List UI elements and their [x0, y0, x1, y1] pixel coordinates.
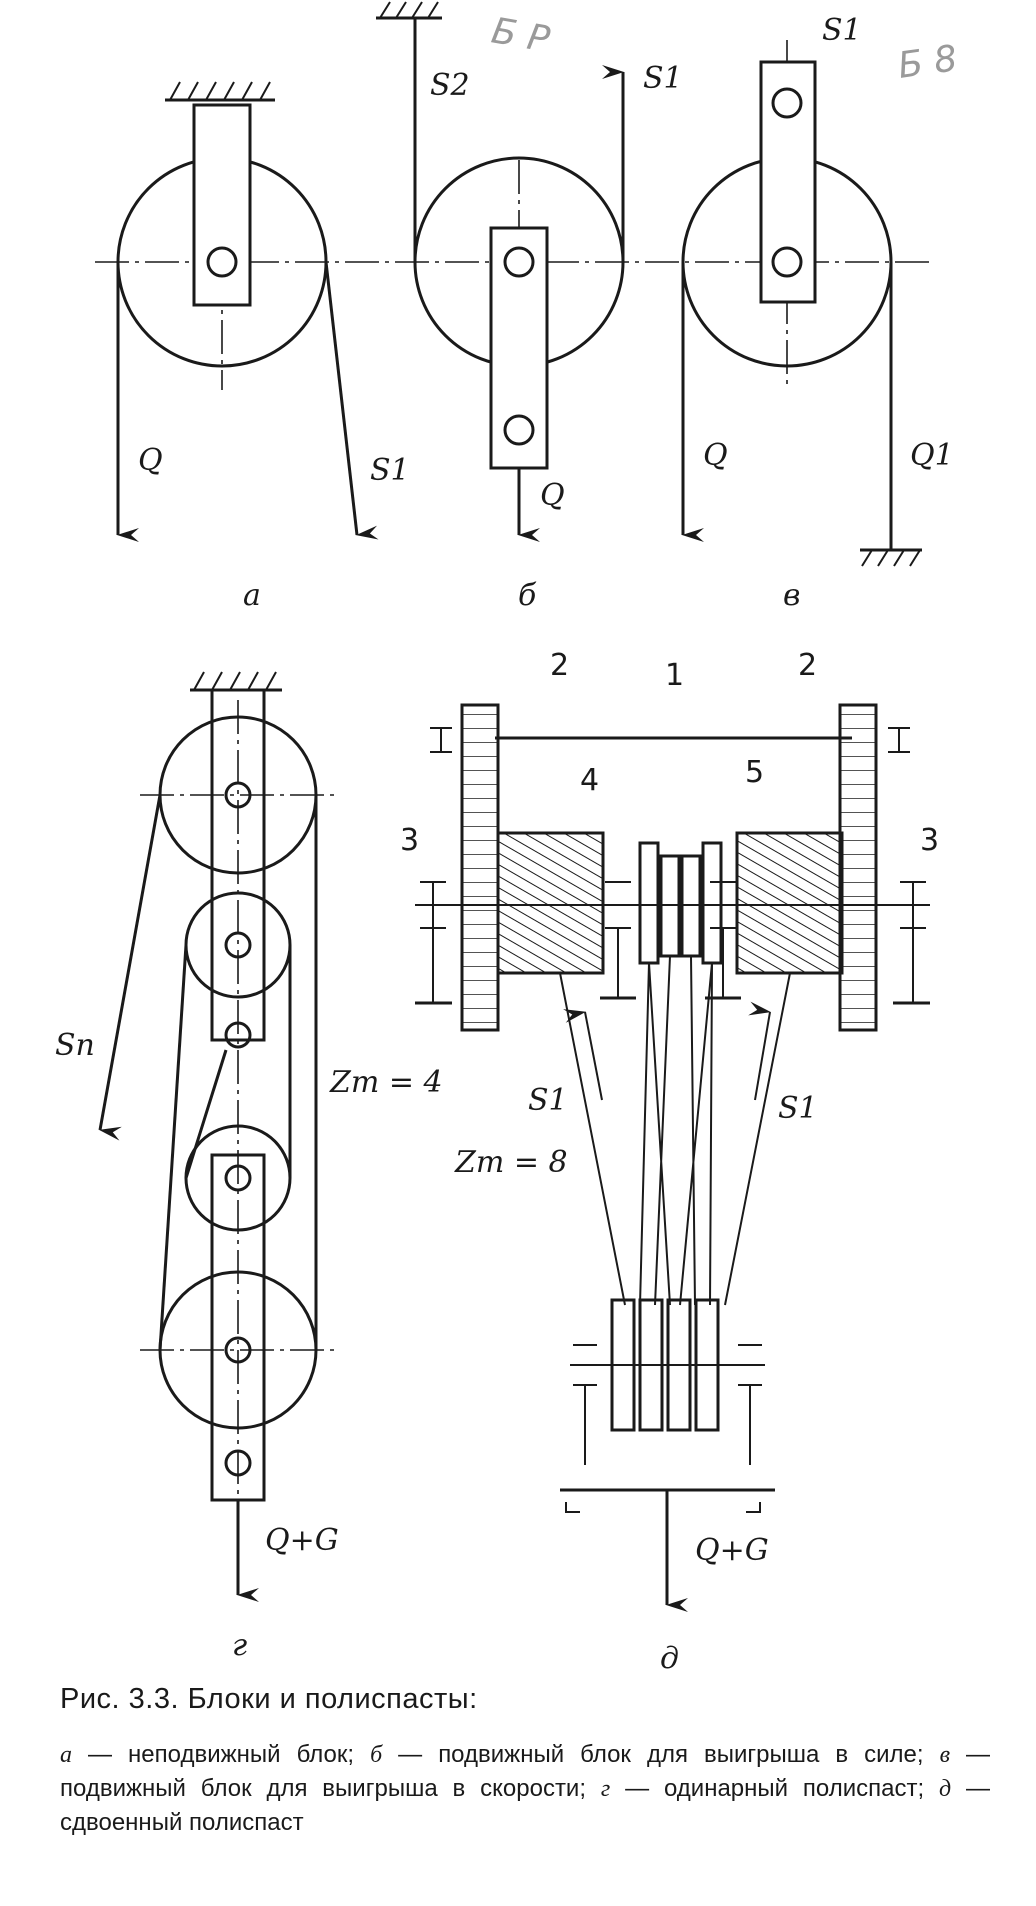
label-d: д — [660, 1641, 679, 1676]
figure-caption: Рис. 3.3. Блоки и полиспасты: а — неподв… — [60, 1683, 990, 1839]
ceiling-hatch — [376, 1, 442, 20]
label-b: б — [518, 578, 537, 613]
force-S1: S1 — [643, 61, 683, 96]
part-2-left: 2 — [550, 648, 569, 683]
part-3-right: 3 — [920, 823, 939, 858]
force-Q: Q — [703, 438, 728, 473]
caption-item-a: — неподвижный блок; — [72, 1741, 371, 1768]
force-S1: S1 — [370, 453, 410, 488]
force-Q: Q — [540, 478, 565, 513]
force-Q: Q — [138, 443, 163, 478]
block-a-fixed: Q S1 а — [95, 81, 935, 613]
label-v: в — [783, 578, 800, 613]
ceiling-hatch — [190, 671, 282, 692]
pencil-mark-1: Б Р — [488, 10, 552, 60]
caption-key-b: б — [370, 1742, 383, 1768]
force-S1-left: S1 — [528, 1083, 568, 1118]
caption-text: а — неподвижный блок; б — подвижный блок… — [60, 1738, 990, 1839]
part-3-left: 3 — [400, 823, 419, 858]
force-Q1: Q1 — [910, 438, 954, 473]
floor-hatch — [860, 548, 922, 567]
caption-item-g: — одинарный полиспаст; — [610, 1775, 939, 1802]
caption-key-d: д — [939, 1776, 952, 1802]
label-a: а — [243, 578, 261, 613]
block-v-movable: S1 Q Q1 в — [681, 13, 954, 613]
caption-title: Рис. 3.3. Блоки и полиспасты: — [60, 1683, 478, 1715]
zm-8: Zm = 8 — [454, 1145, 568, 1180]
force-Sn: Sп — [55, 1028, 95, 1063]
caption-item-d: — сдвоенный полиспаст — [60, 1775, 990, 1836]
pencil-mark-2: Б 8 — [896, 38, 960, 87]
caption-key-v: в — [939, 1742, 950, 1768]
caption-key-g: г — [600, 1776, 611, 1802]
label-g: г — [232, 1628, 247, 1663]
part-4: 4 — [580, 763, 599, 798]
caption-item-b: — подвижный блок для выигрыша в силе; — [382, 1741, 940, 1768]
zm-4: Zm = 4 — [329, 1065, 443, 1100]
equalizer-pulleys — [638, 841, 723, 965]
force-QG: Q+G — [265, 1523, 339, 1558]
force-S1-right: S1 — [778, 1091, 818, 1126]
part-5: 5 — [745, 755, 764, 790]
lower-sheave-block — [560, 1298, 775, 1513]
part-2-right: 2 — [798, 648, 817, 683]
ceiling-hatch — [165, 81, 275, 102]
polyspast-d-double: 1 2 2 3 3 4 5 S1 S1 Zm = 8 Q+G д — [400, 648, 939, 1676]
force-QG: Q+G — [695, 1533, 769, 1568]
caption-item-v: — подвижный блок для выигрыша в скорости… — [60, 1741, 991, 1802]
caption-key-a: а — [60, 1742, 72, 1768]
polyspast-g-single: Sп Zm = 4 Q+G г — [55, 671, 443, 1663]
force-S2: S2 — [430, 68, 470, 103]
force-S1: S1 — [822, 13, 862, 48]
part-1: 1 — [665, 658, 684, 693]
block-b-movable: S2 S1 Q б — [376, 1, 683, 613]
